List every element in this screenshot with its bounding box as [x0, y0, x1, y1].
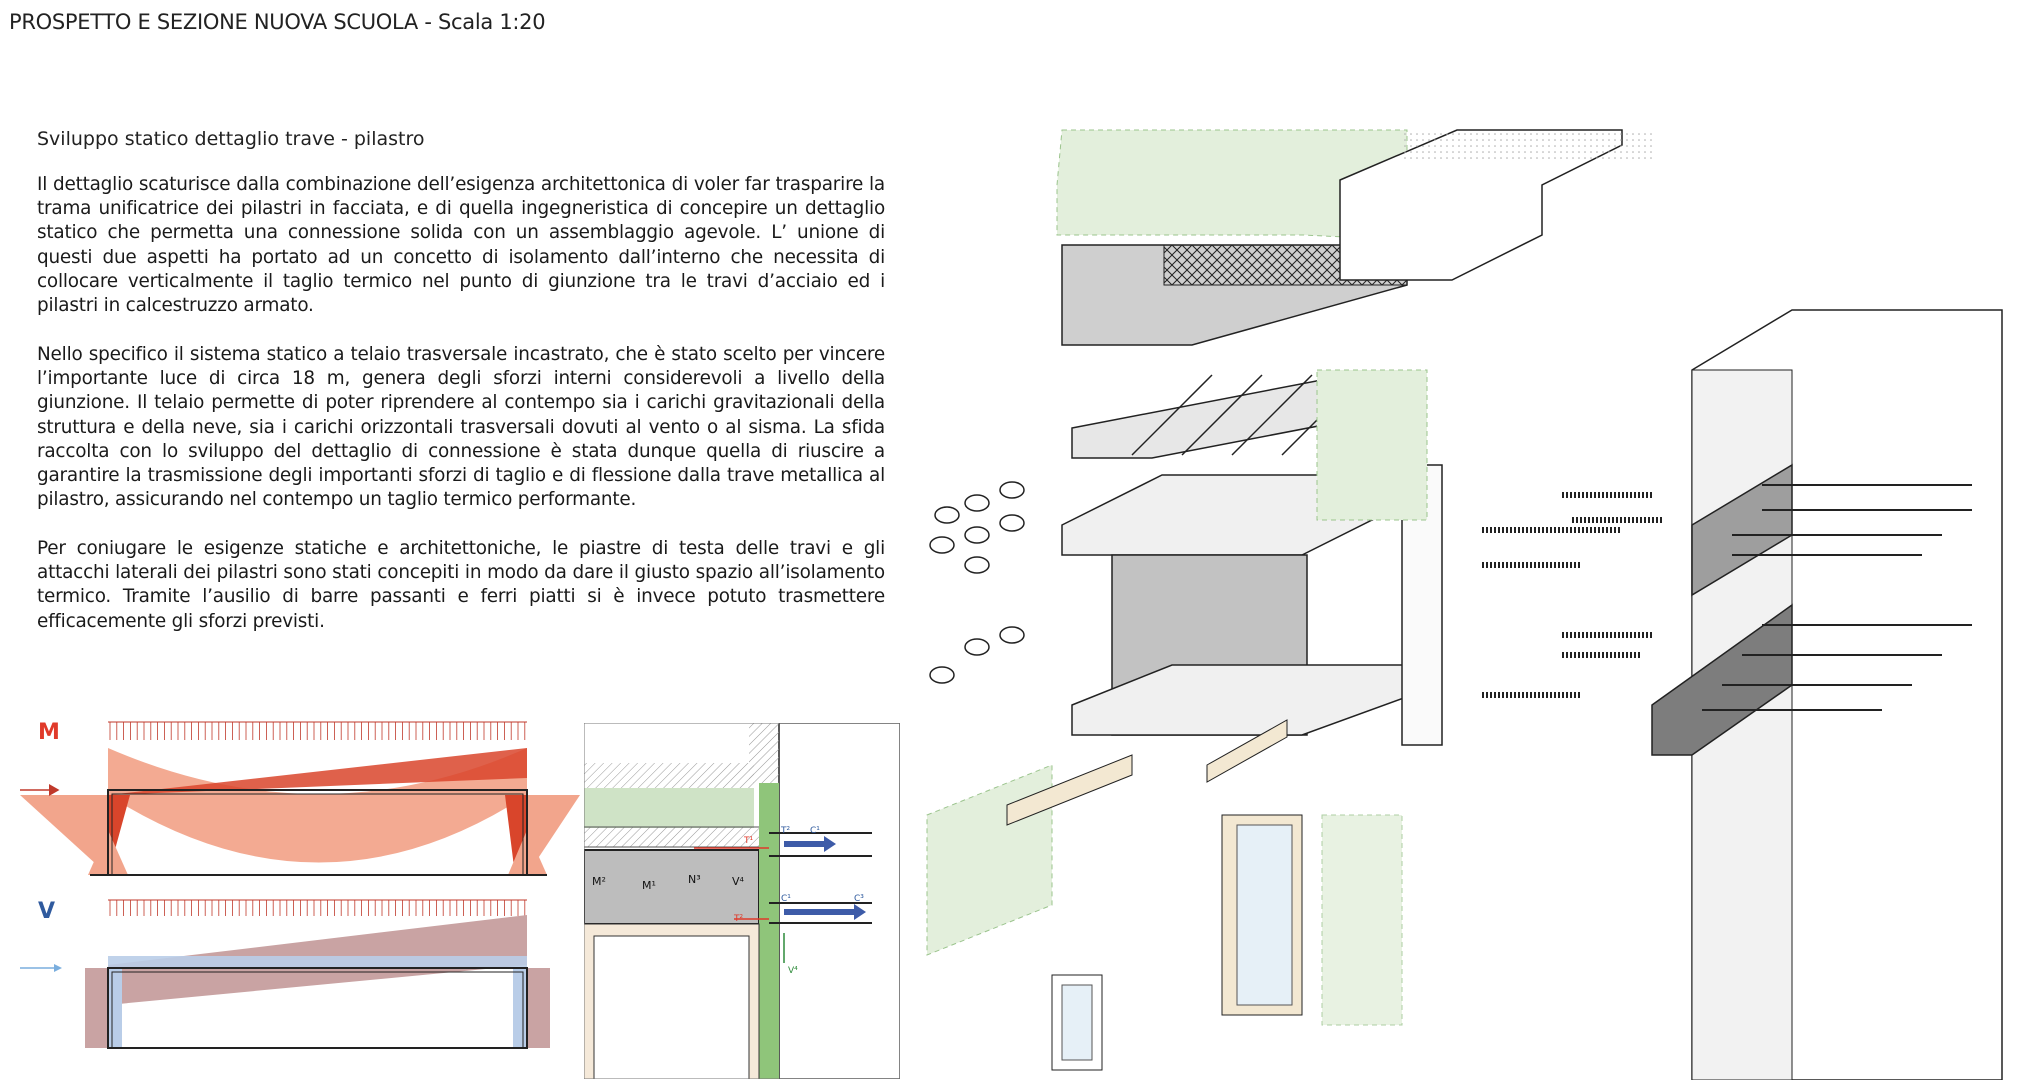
- shear-triangle-bottom: [108, 965, 527, 1005]
- moment-column-left: [20, 795, 108, 875]
- label-c3-bottom: C³: [854, 894, 864, 904]
- moment-load-arrow-set: [109, 722, 526, 740]
- moment-column-right: [527, 795, 580, 875]
- shear-beam-band: [108, 956, 527, 968]
- label-v4-bottom: V⁴: [788, 966, 798, 976]
- arrow-c3-bottom: [784, 904, 866, 920]
- label-v4-top: V⁴: [732, 875, 745, 888]
- nuts-left: [929, 481, 1025, 684]
- static-diagrams: M V: [20, 720, 580, 1049]
- threaded-rods: [1482, 492, 1662, 698]
- paragraph-3: Per coniugare le esigenze statiche e arc…: [37, 538, 885, 632]
- moment-curve: [108, 748, 527, 863]
- shear-diagram-label: V: [38, 899, 55, 924]
- lintel-right: [1206, 719, 1288, 783]
- roof-green-layer: [584, 788, 754, 828]
- paragraph-1: Il dettaglio scaturisce dalla combinazio…: [37, 174, 885, 317]
- column-hatch-top: [749, 723, 779, 783]
- label-c1-top: C¹: [810, 826, 820, 836]
- label-t2-red: T²: [733, 914, 743, 924]
- column-plate-bottom: [1651, 603, 1793, 756]
- column-bolts: [1702, 484, 1972, 711]
- shear-triangle: [108, 915, 527, 965]
- page-header-title: PROSPETTO E SEZIONE NUOVA SCUOLA - Scala…: [9, 10, 546, 34]
- moment-triangle-left: [108, 748, 527, 795]
- moment-diagram-label: M: [38, 720, 60, 745]
- section-detail: M² M¹ N³ V⁴ T¹ T² C¹ C¹ C³ T² V⁴ C³: [584, 723, 900, 1079]
- label-t2: T²: [780, 826, 790, 836]
- label-m2: M²: [592, 875, 606, 888]
- anchor-bolts: [769, 832, 872, 924]
- green-wall-center: [1321, 814, 1403, 1026]
- vertical-insulation: [759, 783, 779, 1079]
- steel-beam: [584, 849, 760, 925]
- column-concrete: [778, 723, 900, 1079]
- shear-column-left-blue: [108, 968, 122, 1048]
- lintel-left: [1006, 754, 1133, 826]
- section-title: Sviluppo statico dettaglio trave - pilas…: [37, 128, 425, 150]
- label-c1-bottom: C¹: [781, 894, 791, 904]
- label-m1: M¹: [642, 879, 656, 892]
- deck-hatch: [584, 826, 765, 848]
- shear-load-arrow-set: [109, 900, 526, 916]
- shear-column-right-blue: [513, 968, 527, 1048]
- arrow-c3-top: [784, 836, 836, 852]
- label-n3: N³: [688, 873, 701, 886]
- exploded-axonometric: [926, 129, 2003, 1080]
- green-wall-lower: [926, 764, 1053, 956]
- green-wall-upper: [1316, 369, 1428, 521]
- paragraph-2: Nello specifico il sistema statico a tel…: [37, 344, 885, 511]
- label-t1: T¹: [743, 836, 753, 846]
